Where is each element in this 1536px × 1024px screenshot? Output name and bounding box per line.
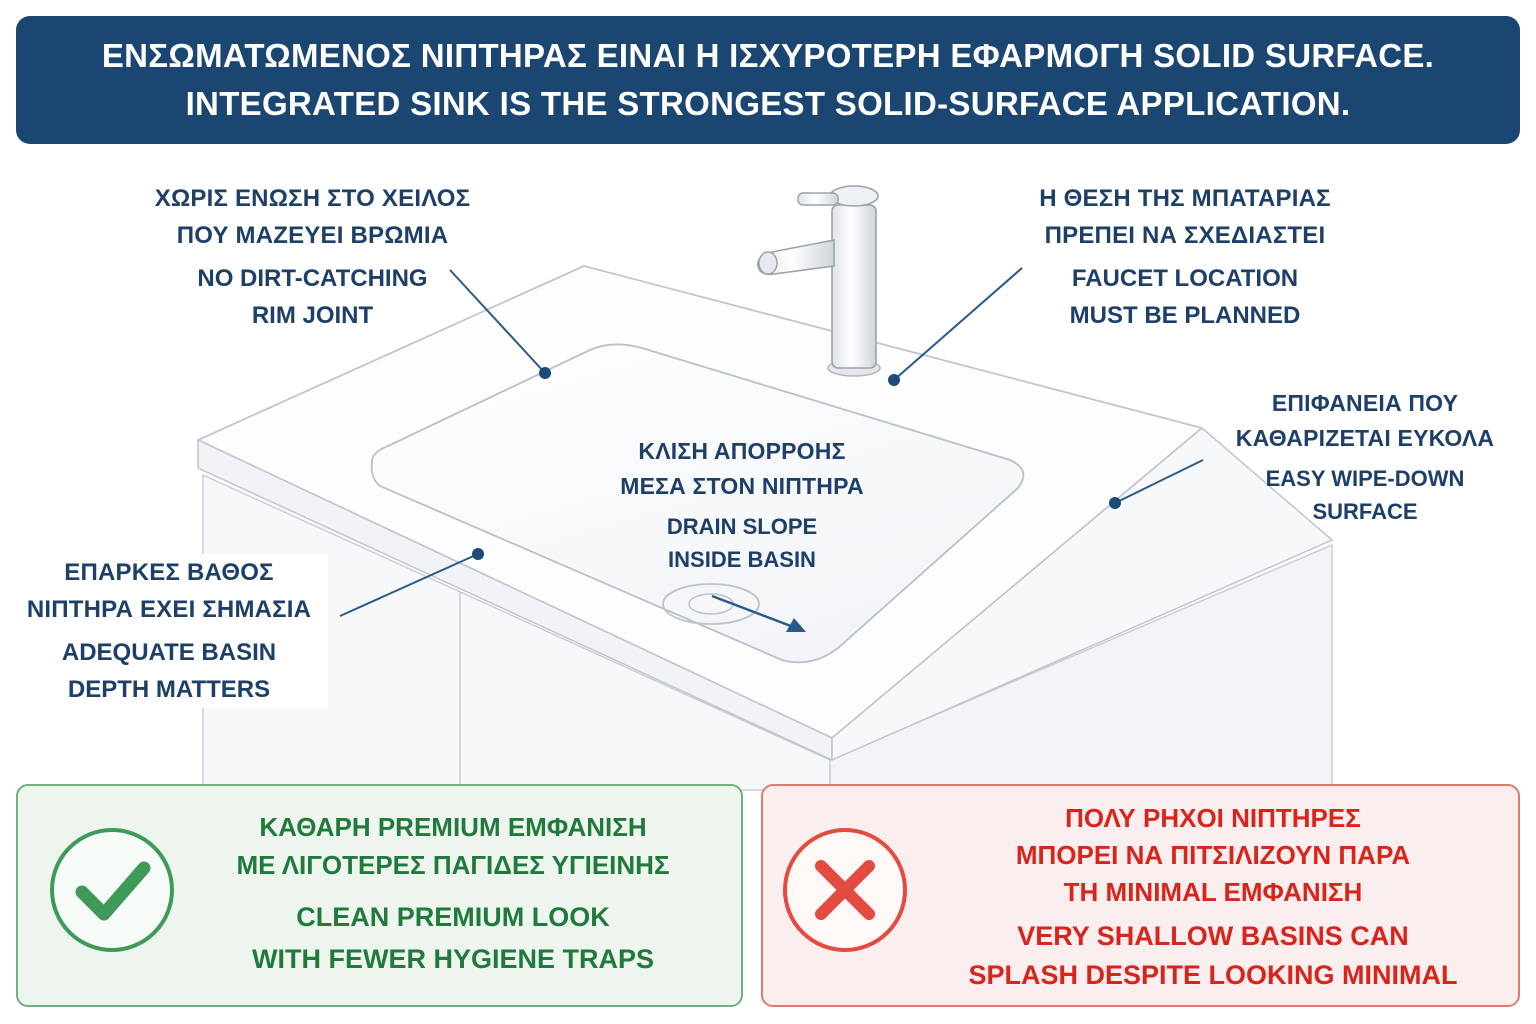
- title-banner: ΕΝΣΩΜΑΤΩΜΕΝΟΣ ΝΙΠΤΗΡΑΣ ΕΙΝΑΙ Η ΙΣΧΥΡΟΤΕΡ…: [16, 16, 1520, 144]
- pros-text: ΚΑΘΑΡΗ PREMIUM ΕΜΦΑΝΙΣΗ ΜΕ ΛΙΓΟΤΕΡΕΣ ΠΑΓ…: [188, 808, 718, 980]
- callout-drain-en-2: INSIDE BASIN: [668, 547, 816, 572]
- title-greek: ΕΝΣΩΜΑΤΩΜΕΝΟΣ ΝΙΠΤΗΡΑΣ ΕΙΝΑΙ Η ΙΣΧΥΡΟΤΕΡ…: [101, 37, 1435, 74]
- leader-dots: [472, 367, 1121, 560]
- cons-el-1: ΠΟΛΥ ΡΗΧΟΙ ΝΙΠΤΗΡΕΣ: [1065, 803, 1361, 833]
- callout-depth-el-1: ΕΠΑΡΚΕΣ ΒΑΘΟΣ: [64, 559, 274, 586]
- callout-surface-en-1: EASY WIPE-DOWN: [1265, 466, 1465, 491]
- callout-rim-en-1: NO DIRT-CATCHING: [197, 265, 428, 292]
- callout-rim-el-1: ΧΩΡΙΣ ΕΝΩΣΗ ΣΤΟ ΧΕΙΛΟΣ: [154, 185, 471, 212]
- callout-rim-en-2: RIM JOINT: [251, 302, 374, 329]
- callout-rim-el-2: ΠΟΥ ΜΑΖΕΥΕΙ ΒΡΩΜΙΑ: [176, 222, 449, 249]
- callout-drain-en-1: DRAIN SLOPE: [666, 514, 818, 539]
- callout-surface-el-2: ΚΑΘΑΡΙΖΕΤΑΙ ΕΥΚΟΛΑ: [1235, 425, 1495, 451]
- callout-wipe-surface: ΕΠΙΦΑΝΕΙΑ ΠΟΥ ΚΑΘΑΡΙΖΕΤΑΙ ΕΥΚΟΛΑ EASY WI…: [1210, 386, 1520, 528]
- pros-el-2: ΜΕ ΛΙΓΟΤΕΡΕΣ ΠΑΓΙΔΕΣ ΥΓΙΕΙΝΗΣ: [236, 850, 670, 880]
- sink-basin: [370, 343, 1025, 664]
- faucet-icon: [756, 185, 881, 377]
- cross-icon: [783, 828, 907, 952]
- callout-surface-el-1: ΕΠΙΦΑΝΕΙΑ ΠΟΥ: [1271, 390, 1459, 416]
- callout-rim-joint: ΧΩΡΙΣ ΕΝΩΣΗ ΣΤΟ ΧΕΙΛΟΣ ΠΟΥ ΜΑΖΕΥΕΙ ΒΡΩΜΙ…: [120, 180, 505, 334]
- callout-drain-slope: ΚΛΙΣΗ ΑΠΟΡΡΟΗΣ ΜΕΣΑ ΣΤΟΝ ΝΙΠΤΗΡΑ DRAIN S…: [592, 434, 892, 576]
- pros-en-1: CLEAN PREMIUM LOOK: [296, 902, 610, 932]
- callout-depth-el-2: ΝΙΠΤΗΡΑ ΕΧΕΙ ΣΗΜΑΣΙΑ: [26, 596, 312, 623]
- callout-drain-el-2: ΜΕΣΑ ΣΤΟΝ ΝΙΠΤΗΡΑ: [620, 473, 864, 499]
- callout-faucet-el-2: ΠΡΕΠΕΙ ΝΑ ΣΧΕΔΙΑΣΤΕΙ: [1044, 222, 1326, 249]
- cons-panel: ΠΟΛΥ ΡΗΧΟΙ ΝΙΠΤΗΡΕΣ ΜΠΟΡΕΙ ΝΑ ΠΙΤΣΙΛΙΖΟΥ…: [761, 784, 1520, 1007]
- leader-depth: [339, 553, 479, 617]
- callout-basin-depth: ΕΠΑΡΚΕΣ ΒΑΘΟΣ ΝΙΠΤΗΡΑ ΕΧΕΙ ΣΗΜΑΣΙΑ ADEQU…: [10, 554, 328, 708]
- pros-panel: ΚΑΘΑΡΗ PREMIUM ΕΜΦΑΝΙΣΗ ΜΕ ΛΙΓΟΤΕΡΕΣ ΠΑΓ…: [16, 784, 743, 1007]
- pros-en-2: WITH FEWER HYGIENE TRAPS: [251, 944, 654, 974]
- dot-depth: [472, 548, 484, 560]
- dot-faucet: [888, 374, 900, 386]
- leader-faucet: [893, 267, 1023, 381]
- cons-el-3: ΤΗ MINIMAL ΕΜΦΑΝΙΣΗ: [1063, 877, 1363, 907]
- title-english: INTEGRATED SINK IS THE STRONGEST SOLID-S…: [185, 85, 1351, 122]
- callout-depth-en-2: DEPTH MATTERS: [67, 676, 271, 703]
- callout-drain-el-1: ΚΛΙΣΗ ΑΠΟΡΡΟΗΣ: [638, 438, 846, 464]
- callout-faucet-location: Η ΘΕΣΗ ΤΗΣ ΜΠΑΤΑΡΙΑΣ ΠΡΕΠΕΙ ΝΑ ΣΧΕΔΙΑΣΤΕ…: [1000, 180, 1370, 334]
- cons-en-1: VERY SHALLOW BASINS CAN: [1017, 921, 1409, 951]
- callout-surface-en-2: SURFACE: [1312, 499, 1418, 524]
- callout-faucet-el-1: Η ΘΕΣΗ ΤΗΣ ΜΠΑΤΑΡΙΑΣ: [1039, 185, 1331, 212]
- leader-surface: [1114, 459, 1204, 504]
- checkmark-icon: [50, 828, 174, 952]
- leader-rim: [449, 269, 546, 374]
- callout-faucet-en-1: FAUCET LOCATION: [1071, 265, 1299, 292]
- callout-faucet-en-2: MUST BE PLANNED: [1069, 302, 1301, 329]
- dot-rim: [539, 367, 551, 379]
- callout-depth-en-1: ADEQUATE BASIN: [61, 639, 277, 666]
- cons-en-2: SPLASH DESPITE LOOKING MINIMAL: [968, 960, 1458, 990]
- drain-slope-arrow: [711, 594, 806, 632]
- dot-surface: [1109, 497, 1121, 509]
- cons-text: ΠΟΛΥ ΡΗΧΟΙ ΝΙΠΤΗΡΕΣ ΜΠΟΡΕΙ ΝΑ ΠΙΤΣΙΛΙΖΟΥ…: [923, 800, 1503, 995]
- leader-lines: [339, 267, 1204, 617]
- pros-el-1: ΚΑΘΑΡΗ PREMIUM ΕΜΦΑΝΙΣΗ: [259, 812, 647, 842]
- cons-el-2: ΜΠΟΡΕΙ ΝΑ ΠΙΤΣΙΛΙΖΟΥΝ ΠΑΡΑ: [1015, 840, 1411, 870]
